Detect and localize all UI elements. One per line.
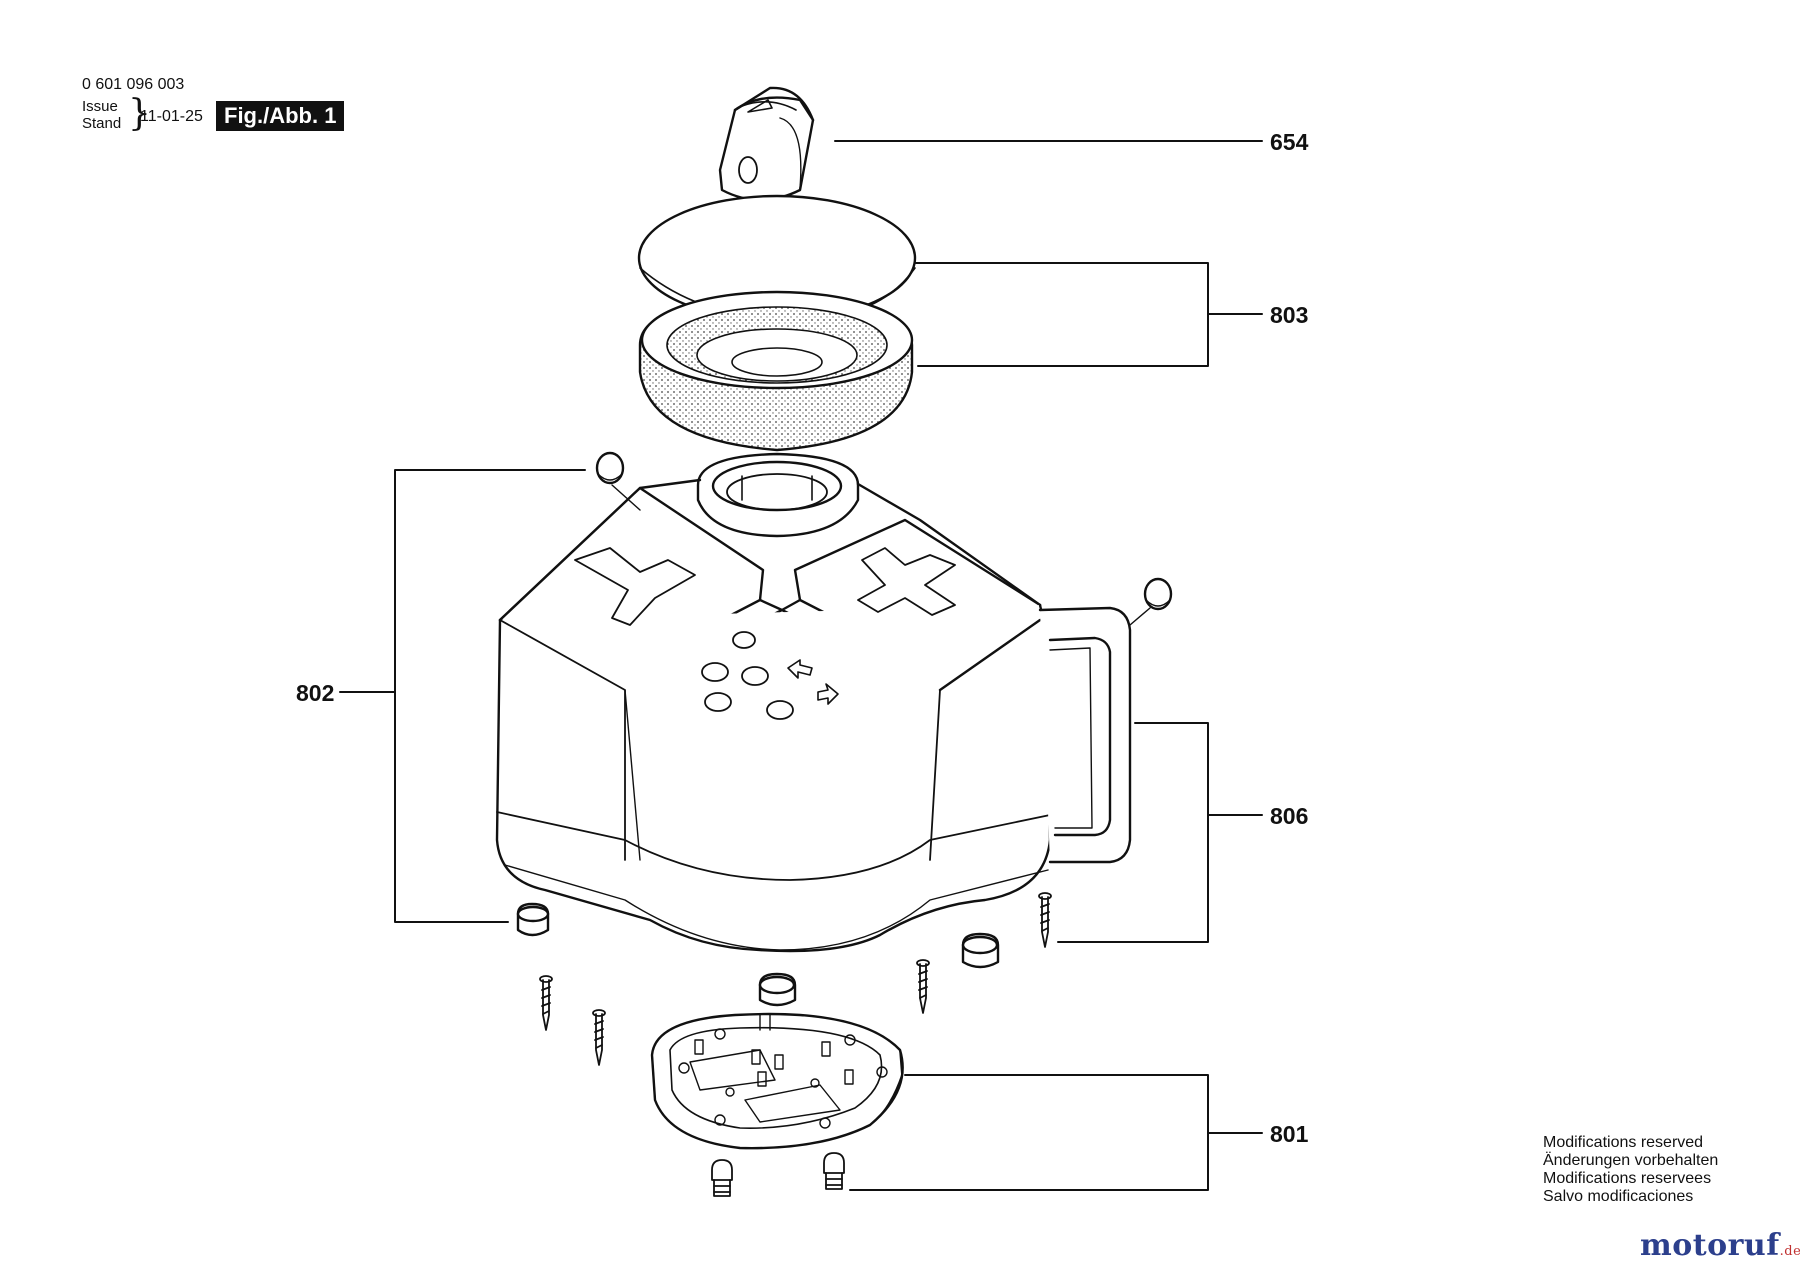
modifications-notes: Modifications reserved Änderungen vorbeh… bbox=[1543, 1134, 1718, 1206]
issue-label-en: Issue bbox=[82, 98, 118, 115]
rubber-dome-803 bbox=[638, 290, 914, 452]
watermark-main: motoruf bbox=[1640, 1228, 1780, 1263]
part-number: 0 601 096 003 bbox=[82, 76, 185, 93]
issue-label-de: Stand bbox=[82, 115, 122, 132]
figure-label: Fig./Abb. 1 bbox=[216, 101, 345, 131]
knob-654 bbox=[718, 86, 815, 202]
cap-top-left bbox=[595, 451, 641, 511]
rubber-caps bbox=[516, 451, 1173, 1007]
note-fr: Modifications reservees bbox=[1543, 1170, 1712, 1187]
screw-2 bbox=[592, 1009, 606, 1066]
laser-head bbox=[696, 452, 860, 538]
foot-right bbox=[961, 932, 1000, 969]
screws bbox=[539, 892, 1052, 1197]
note-es: Salvo modificaciones bbox=[1543, 1188, 1694, 1205]
issue-date: 11-01-25 bbox=[140, 108, 203, 125]
leader-lines bbox=[339, 140, 1263, 1191]
screw-1 bbox=[539, 975, 553, 1031]
foot-left bbox=[516, 902, 550, 937]
callout-802: 802 bbox=[296, 680, 335, 706]
leader-803-bracket bbox=[915, 262, 1209, 367]
issue-brace: } bbox=[128, 93, 151, 134]
callout-806: 806 bbox=[1270, 803, 1309, 829]
base-plate-801 bbox=[650, 1012, 904, 1150]
note-de: Änderungen vorbehalten bbox=[1543, 1152, 1719, 1169]
watermark-suffix: .de bbox=[1779, 1244, 1800, 1259]
cap-top-right bbox=[1129, 577, 1173, 626]
note-en: Modifications reserved bbox=[1543, 1134, 1704, 1151]
leader-806-bracket bbox=[1057, 722, 1209, 943]
issue-label: Issue Stand bbox=[82, 98, 121, 132]
glass-ring-803 bbox=[637, 194, 917, 322]
handle-806 bbox=[1038, 606, 1132, 864]
foot-center bbox=[758, 972, 797, 1007]
screw-3 bbox=[916, 959, 930, 1014]
callout-654: 654 bbox=[1270, 129, 1309, 155]
housing-802 bbox=[495, 478, 1052, 953]
screw-6 bbox=[823, 1152, 845, 1190]
callout-801: 801 bbox=[1270, 1121, 1309, 1147]
screw-5 bbox=[711, 1159, 733, 1197]
callout-803: 803 bbox=[1270, 302, 1309, 328]
leader-802-bracket bbox=[394, 469, 586, 923]
screw-4 bbox=[1038, 892, 1052, 948]
leader-801-bracket bbox=[849, 1074, 1209, 1191]
watermark-logo: motoruf.de bbox=[1640, 1228, 1800, 1263]
